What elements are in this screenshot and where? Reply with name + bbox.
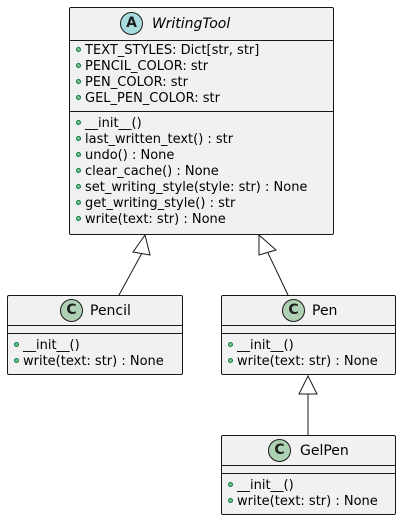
class-gelpen[interactable]: C GelPen __init__() write(text: str) : N… <box>221 435 396 515</box>
divider <box>222 325 395 326</box>
class-writingtool[interactable]: A WritingTool TEXT_STYLES: Dict[str, str… <box>69 7 334 235</box>
method: get_writing_style() : str <box>76 196 235 212</box>
public-visibility-icon <box>228 358 233 363</box>
class-pencil[interactable]: C Pencil __init__() write(text: str) : N… <box>7 295 183 375</box>
divider <box>222 465 395 466</box>
class-name: GelPen <box>300 443 349 459</box>
method: write(text: str) : None <box>228 494 378 510</box>
abstract-class-icon: A <box>120 12 143 35</box>
method: __init__() <box>14 338 80 354</box>
edge-pen-writingtool <box>267 252 289 296</box>
divider <box>70 111 333 112</box>
divider <box>222 473 395 474</box>
divider <box>8 333 182 334</box>
edge-pencil-writingtool-arrowhead <box>132 233 151 256</box>
method: write(text: str) : None <box>228 354 378 370</box>
method: __init__() <box>228 338 294 354</box>
method: last_written_text() : str <box>76 132 233 148</box>
class-icon: C <box>268 439 291 462</box>
class-name: Pen <box>312 303 338 319</box>
public-visibility-icon <box>76 152 81 157</box>
public-visibility-icon <box>228 498 233 503</box>
class-name: WritingTool <box>152 16 231 32</box>
method: write(text: str) : None <box>14 354 164 370</box>
public-visibility-icon <box>14 358 19 363</box>
divider <box>8 325 182 326</box>
public-visibility-icon <box>14 342 19 347</box>
field: PENCIL_COLOR: str <box>76 59 208 75</box>
public-visibility-icon <box>76 200 81 205</box>
class-name: Pencil <box>90 303 131 319</box>
method: __init__() <box>228 478 294 494</box>
public-visibility-icon <box>76 136 81 141</box>
class-pen[interactable]: C Pen __init__() write(text: str) : None <box>221 295 396 375</box>
method: undo() : None <box>76 148 174 164</box>
public-visibility-icon <box>76 47 81 52</box>
method: clear_cache() : None <box>76 164 219 180</box>
class-icon: C <box>60 299 83 322</box>
field: PEN_COLOR: str <box>76 75 188 91</box>
public-visibility-icon <box>76 120 81 125</box>
edge-gelpen-pen-arrowhead <box>298 374 318 395</box>
edge-pen-writingtool-arrowhead <box>258 233 278 256</box>
divider <box>222 333 395 334</box>
divider <box>70 40 333 41</box>
field: GEL_PEN_COLOR: str <box>76 91 220 107</box>
public-visibility-icon <box>76 63 81 68</box>
public-visibility-icon <box>76 95 81 100</box>
public-visibility-icon <box>76 216 81 221</box>
method: __init__() <box>76 116 142 132</box>
field: TEXT_STYLES: Dict[str, str] <box>76 43 259 59</box>
public-visibility-icon <box>228 342 233 347</box>
method: set_writing_style(style: str) : None <box>76 180 307 196</box>
method: write(text: str) : None <box>76 212 226 228</box>
class-icon: C <box>282 299 305 322</box>
edge-pencil-writingtool <box>118 252 143 296</box>
public-visibility-icon <box>228 482 233 487</box>
public-visibility-icon <box>76 184 81 189</box>
public-visibility-icon <box>76 79 81 84</box>
public-visibility-icon <box>76 168 81 173</box>
